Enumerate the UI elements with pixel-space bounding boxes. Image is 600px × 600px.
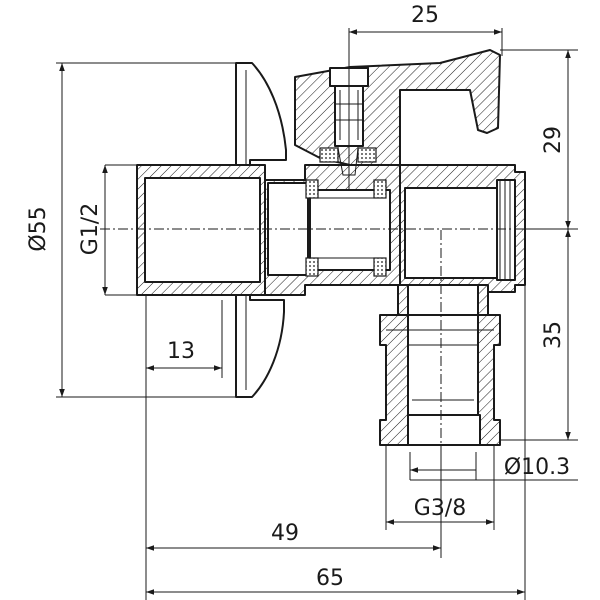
ball-seal-left-bottom	[305, 257, 319, 277]
ball-seal-right-bottom	[373, 257, 387, 277]
center-lines	[100, 228, 580, 455]
outlet-chamber	[404, 187, 501, 279]
outlet-fitting	[379, 314, 501, 446]
ball-seal-right	[373, 179, 387, 199]
dim-overall-length: 65	[316, 566, 344, 591]
dimension-lines	[56, 28, 578, 600]
ball-seal-left	[305, 179, 319, 199]
dim-top-width: 25	[411, 3, 439, 28]
dim-thread-length: 13	[167, 339, 195, 364]
inlet-bore	[144, 177, 261, 283]
stem-and-handle	[294, 49, 501, 190]
dim-outer-diameter: Ø55	[26, 206, 51, 251]
compression-ring	[407, 414, 481, 446]
dim-outlet-height: 35	[541, 321, 566, 349]
dim-outlet-bore: Ø10.3	[504, 455, 570, 480]
dim-inlet-thread: G1/2	[78, 203, 103, 255]
dim-handle-height: 29	[541, 126, 566, 154]
dimension-labels: 25 29 Ø55 G1/2 13 35 Ø10.3 G3/8 49 65	[26, 3, 570, 591]
valve-body	[104, 62, 526, 398]
dim-outlet-thread: G3/8	[414, 496, 466, 521]
stem-o-ring-left	[319, 147, 339, 163]
escutcheon-flange	[235, 62, 287, 398]
outlet-bore	[407, 314, 479, 416]
dim-inlet-to-outlet: 49	[271, 521, 299, 546]
stem-o-ring-right	[357, 147, 377, 163]
